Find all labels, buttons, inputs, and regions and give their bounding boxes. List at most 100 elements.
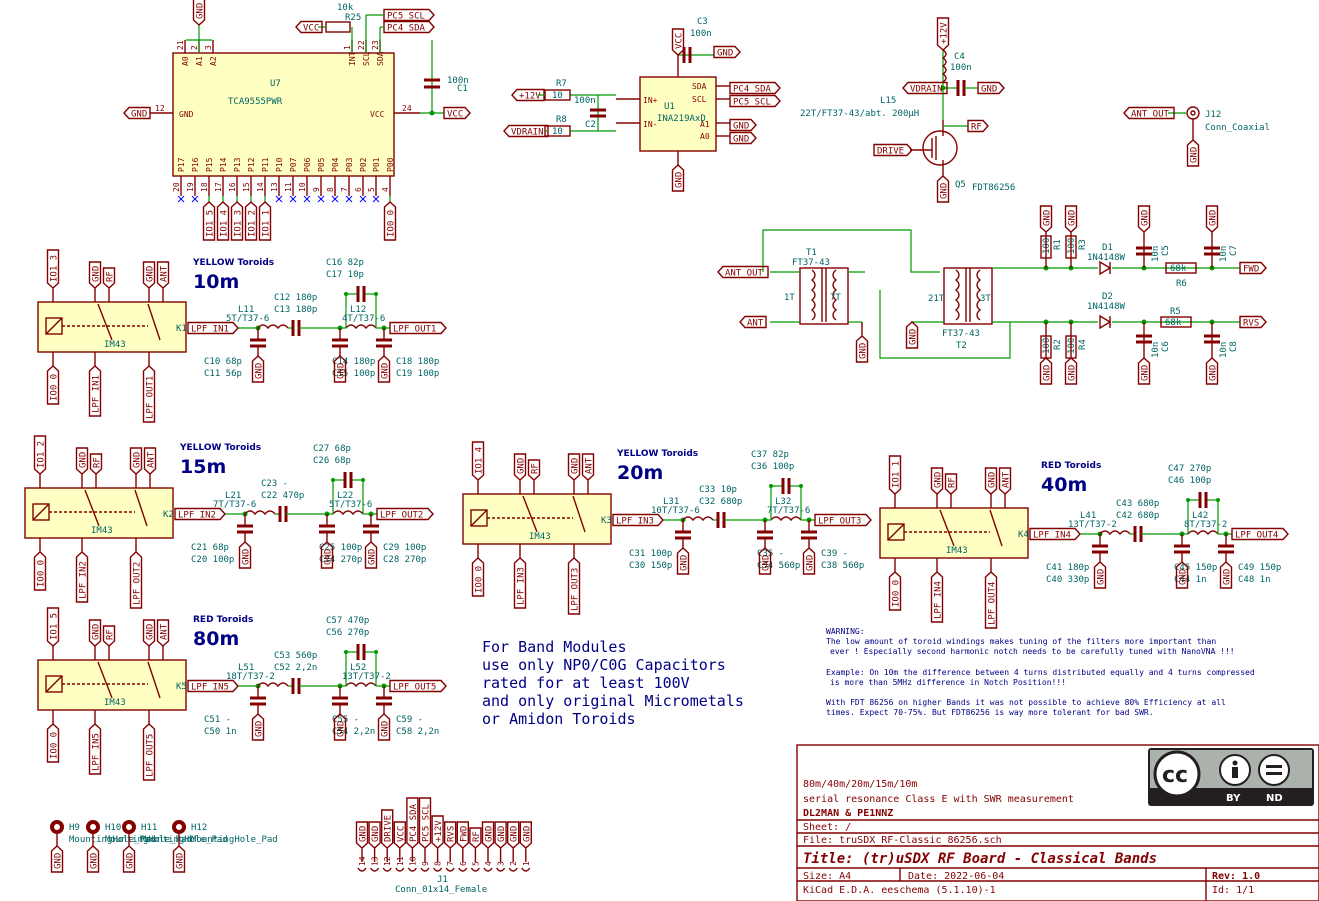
svg-text:IO1_2: IO1_2 — [37, 441, 47, 468]
svg-text:GND: GND — [485, 826, 495, 842]
q5-mosfet: C4 100n L15 22T/FT37-43/abt. 200µH Q5 FD… — [800, 49, 1015, 193]
svg-text:7: 7 — [340, 187, 349, 192]
u7-gnd-net: GND — [123, 106, 151, 120]
swr-resistor-ref: R3 — [1078, 239, 1088, 250]
svg-text:GND: GND — [131, 110, 147, 120]
u1-c3-value: 100n — [690, 29, 712, 39]
svg-text:PC5_SCL: PC5_SCL — [387, 12, 425, 22]
svg-text:13: 13 — [270, 182, 279, 192]
toroid-label: RED Toroids — [193, 615, 253, 625]
swr-d1-ref: D1 — [1102, 243, 1113, 253]
svg-text:PC5_SCL: PC5_SCL — [422, 804, 432, 842]
cap-value-label: C58 2,2n — [396, 727, 439, 737]
swr-r6-ref: R6 — [1176, 279, 1187, 289]
relay-top-net: ANT — [581, 453, 595, 481]
svg-text:GND: GND — [324, 549, 334, 565]
cap-value-label: C39 - — [821, 549, 848, 559]
svg-text:GND: GND — [146, 266, 156, 282]
svg-text:GND: GND — [1209, 365, 1219, 381]
relay-top-net: GND — [513, 453, 527, 481]
relay-top-net: RF — [944, 473, 958, 495]
filter-gnd-net: GND — [251, 713, 265, 741]
j1-pin-net: GND — [355, 821, 369, 849]
svg-text:24: 24 — [402, 104, 412, 113]
toroid-label: YELLOW Toroids — [616, 449, 698, 459]
u7-port-pin: P02 — [359, 157, 368, 172]
j1-pin-net: GND — [481, 821, 495, 849]
cap-value-label: C22 470p — [261, 491, 304, 501]
svg-text:14: 14 — [256, 182, 265, 192]
svg-text:VCC: VCC — [447, 110, 463, 120]
svg-text:IO0_0: IO0_0 — [387, 210, 397, 237]
filter-in-net: LPF_IN4 — [1029, 527, 1081, 541]
warning-line-8: With FDT 86256 on higher Bands it was no… — [826, 698, 1226, 707]
cap-value-label: C17 10p — [326, 270, 364, 280]
cap-value-label: C53 560p — [274, 651, 317, 661]
q5-l15-ref: L15 — [880, 96, 896, 106]
inductor-value: 13T/T37-2 — [342, 672, 391, 682]
u7-port-pin: P00 — [386, 157, 395, 172]
svg-text:RF: RF — [472, 831, 482, 842]
warning-line-2: The low amount of toroid windings makes … — [826, 637, 1216, 646]
svg-text:GND: GND — [522, 826, 532, 842]
u7-pin-label: INT — [348, 51, 357, 66]
relay-top-net: GND — [567, 453, 581, 481]
cap-value-label: C47 270p — [1168, 464, 1211, 474]
svg-text:LPF_OUT4: LPF_OUT4 — [988, 582, 998, 625]
filter-gnd-net: GND — [1175, 561, 1189, 589]
inductor-value: 8T/T37-2 — [1184, 520, 1227, 530]
svg-text:100: 100 — [1042, 338, 1052, 354]
u7-sda-net: PC4_SDA — [383, 20, 435, 34]
relay-top-net: IO1_3 — [46, 249, 60, 289]
filter-in-net: LPF_IN2 — [174, 507, 226, 521]
u7-port-pin: P12 — [247, 157, 256, 172]
svg-text:GND: GND — [255, 363, 265, 379]
svg-text:10n: 10n — [1219, 246, 1229, 262]
j1-pin-net: PC4_SDA — [406, 797, 419, 849]
swr-d2-ref: D2 — [1102, 292, 1113, 302]
relay-ref: K2 — [163, 510, 174, 520]
svg-text:GND: GND — [1141, 365, 1151, 381]
svg-text:GND: GND — [255, 721, 265, 737]
note-line-5: or Amidon Toroids — [482, 710, 636, 728]
cap-value-label: C18 180p — [396, 357, 439, 367]
cap-value-label: C32 680p — [699, 497, 742, 507]
tb-rev: Rev: 1.0 — [1212, 871, 1260, 882]
relay-top-net: IO1_4 — [471, 441, 485, 481]
band-name: 40m — [1041, 474, 1087, 496]
svg-text:GND: GND — [762, 555, 772, 571]
j1-pin-net: GND — [368, 821, 381, 849]
warning-line-9: times. Expect 70-75%. But FDT86256 is wa… — [826, 708, 1154, 717]
svg-text:10n: 10n — [1151, 246, 1161, 262]
svg-text:A1: A1 — [700, 120, 710, 129]
filter-gnd-net: GND — [320, 541, 334, 569]
svg-text:ANT_OUT: ANT_OUT — [725, 269, 764, 279]
inductor-value: 7T/T37-6 — [767, 506, 810, 516]
svg-text:23: 23 — [371, 40, 380, 50]
j12-ref: J12 — [1205, 110, 1221, 120]
swr-t2-value: FT37-43 — [942, 329, 980, 339]
u7-io-expander: U7 TCA9555PWR GND VCC A021A12A23INT1SCL2… — [150, 3, 469, 203]
svg-text:LPF_OUT3: LPF_OUT3 — [818, 517, 861, 527]
svg-text:GND: GND — [571, 458, 581, 474]
svg-text:+12V: +12V — [519, 92, 541, 102]
u7-port-pin: P15 — [205, 157, 214, 172]
relay-top-net: RF — [89, 453, 103, 475]
u7-gnd-pin: GND — [179, 110, 194, 119]
u7-port-net: IO0_0 — [383, 201, 397, 241]
u7-port-net: IO1_5 — [202, 201, 216, 241]
cap-value-label: C16 82p — [326, 258, 364, 268]
svg-text:Conn_01x14_Female: Conn_01x14_Female — [395, 885, 487, 895]
svg-text:19: 19 — [186, 182, 195, 192]
toroid-label: YELLOW Toroids — [179, 443, 261, 453]
svg-text:A0: A0 — [700, 132, 710, 141]
j1-pin-net: +12V — [431, 815, 444, 849]
svg-text:IO0_0: IO0_0 — [37, 560, 47, 587]
j12-value: Conn_Coaxial — [1205, 123, 1270, 133]
cap-value-label: C34 560p — [757, 561, 800, 571]
svg-text:8: 8 — [434, 861, 443, 866]
swr-gnd-net: GND — [1039, 205, 1053, 233]
filter-gnd-net: GND — [333, 713, 347, 741]
j1-pin-net: PC5_SCL — [418, 797, 432, 849]
